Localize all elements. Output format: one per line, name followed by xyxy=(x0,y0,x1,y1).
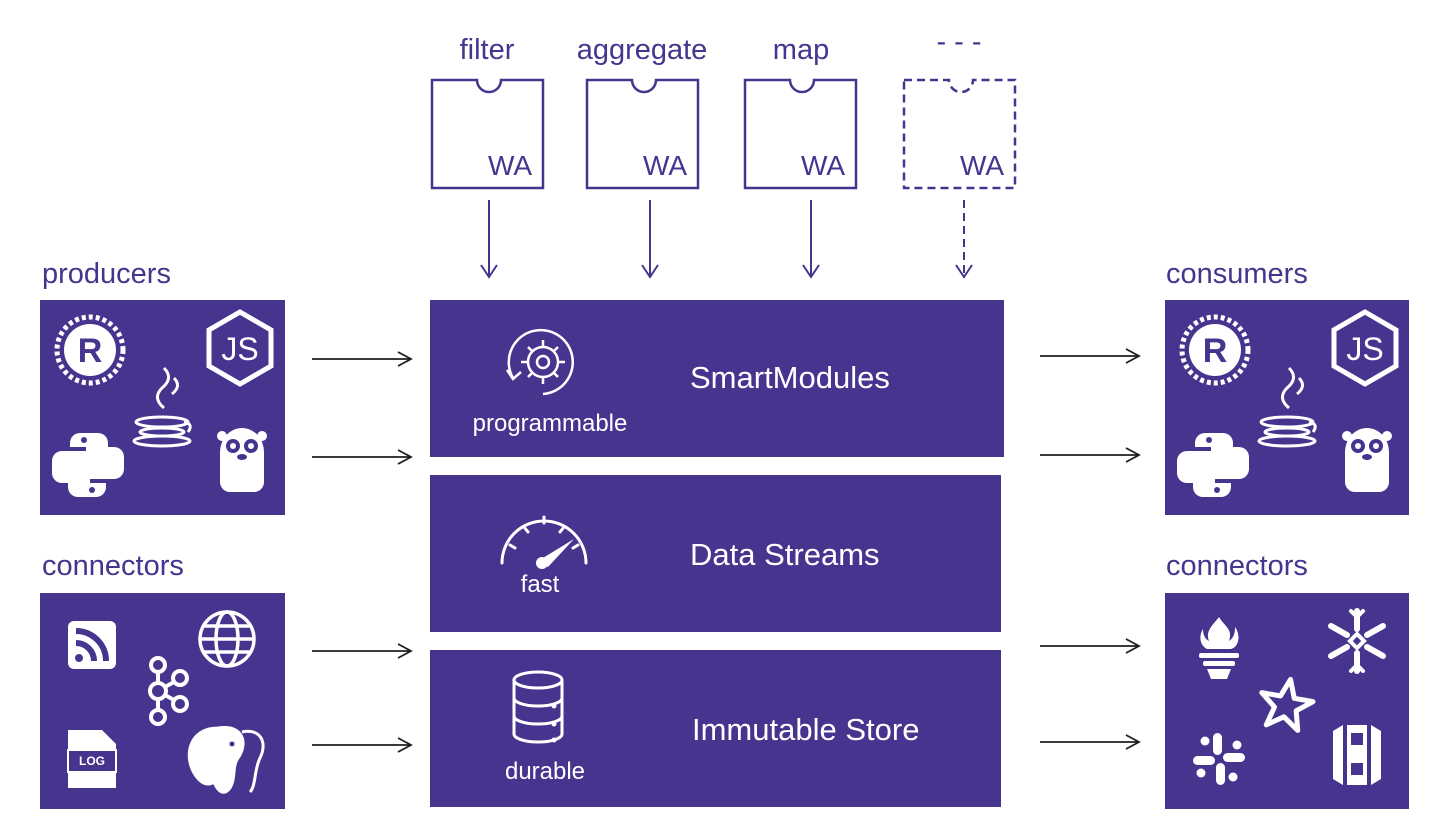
layer-data-streams: fast Data Streams xyxy=(430,475,1001,632)
prometheus-icon xyxy=(1199,617,1239,679)
connectors-in-label: connectors xyxy=(42,550,184,582)
producers-label: producers xyxy=(42,258,171,290)
producers-panel: R JS xyxy=(40,300,285,515)
smartmodule-label-placeholder: - - - xyxy=(936,26,982,58)
database-icon xyxy=(512,670,564,744)
connectors-in-panel: LOG xyxy=(40,593,285,809)
java-icon xyxy=(132,366,192,448)
layer-caption-programmable: programmable xyxy=(472,410,628,437)
svg-text:JS: JS xyxy=(221,331,258,367)
layer-smartmodules: programmable SmartModules xyxy=(430,300,1004,457)
log-badge-text: LOG xyxy=(79,754,105,768)
rust-icon: R xyxy=(54,314,126,386)
wa-badge-placeholder: WA xyxy=(959,150,1005,181)
layer-title-immutable-store: Immutable Store xyxy=(692,712,920,747)
java-icon xyxy=(1257,366,1317,448)
rust-icon: R xyxy=(1179,314,1251,386)
wa-badge-map: WA xyxy=(800,150,846,181)
layer-title-smartmodules: SmartModules xyxy=(690,360,890,395)
smartmodule-card-filter xyxy=(430,78,545,190)
connectors-out-panel xyxy=(1165,593,1409,809)
star-icon xyxy=(1259,676,1316,733)
layer-immutable-store: durable Immutable Store xyxy=(430,650,1001,807)
rss-feed-icon xyxy=(68,621,116,669)
consumers-panel: R JS xyxy=(1165,300,1409,515)
layer-caption-fast: fast xyxy=(520,571,560,598)
smartmodule-label-map: map xyxy=(772,34,830,66)
connectors-out-label: connectors xyxy=(1166,550,1308,582)
postgresql-elephant-icon xyxy=(187,726,265,794)
snowflake-icon xyxy=(1328,608,1386,674)
aws-s3-icon xyxy=(1333,725,1381,785)
slack-icon xyxy=(1193,733,1245,785)
layer-caption-durable: durable xyxy=(504,758,586,785)
python-icon xyxy=(52,433,124,497)
wa-badge-filter: WA xyxy=(487,150,533,181)
svg-text:JS: JS xyxy=(1346,331,1383,367)
speedometer-icon xyxy=(500,515,588,569)
smartmodule-card-aggregate xyxy=(585,78,700,190)
log-file-icon xyxy=(67,730,117,788)
consumers-label: consumers xyxy=(1166,258,1308,290)
gear-cycle-icon xyxy=(505,328,574,396)
globe-icon xyxy=(198,610,256,668)
smartmodule-label-aggregate: aggregate xyxy=(576,34,708,66)
go-gopher-icon xyxy=(217,428,267,492)
layer-title-data-streams: Data Streams xyxy=(690,537,880,572)
svg-text:R: R xyxy=(1203,332,1228,370)
nodejs-icon: JS xyxy=(1331,309,1399,387)
python-icon xyxy=(1177,433,1249,497)
smartmodule-card-placeholder xyxy=(902,78,1017,190)
go-gopher-icon xyxy=(1342,428,1392,492)
smartmodule-card-map xyxy=(743,78,858,190)
kafka-icon xyxy=(148,656,189,726)
svg-text:R: R xyxy=(78,332,103,370)
nodejs-icon: JS xyxy=(206,309,274,387)
wa-badge-aggregate: WA xyxy=(642,150,688,181)
smartmodule-label-filter: filter xyxy=(459,34,515,66)
